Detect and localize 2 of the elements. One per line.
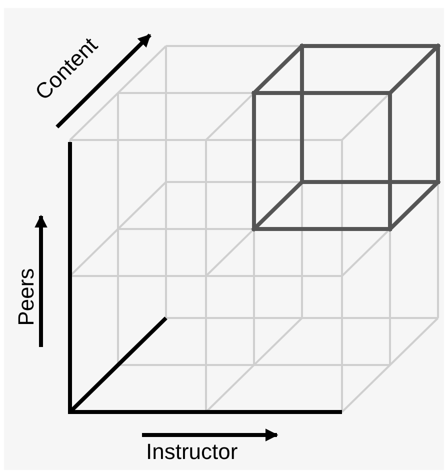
axis-label: Peers — [16, 268, 38, 326]
axis-label: Instructor — [146, 441, 238, 463]
